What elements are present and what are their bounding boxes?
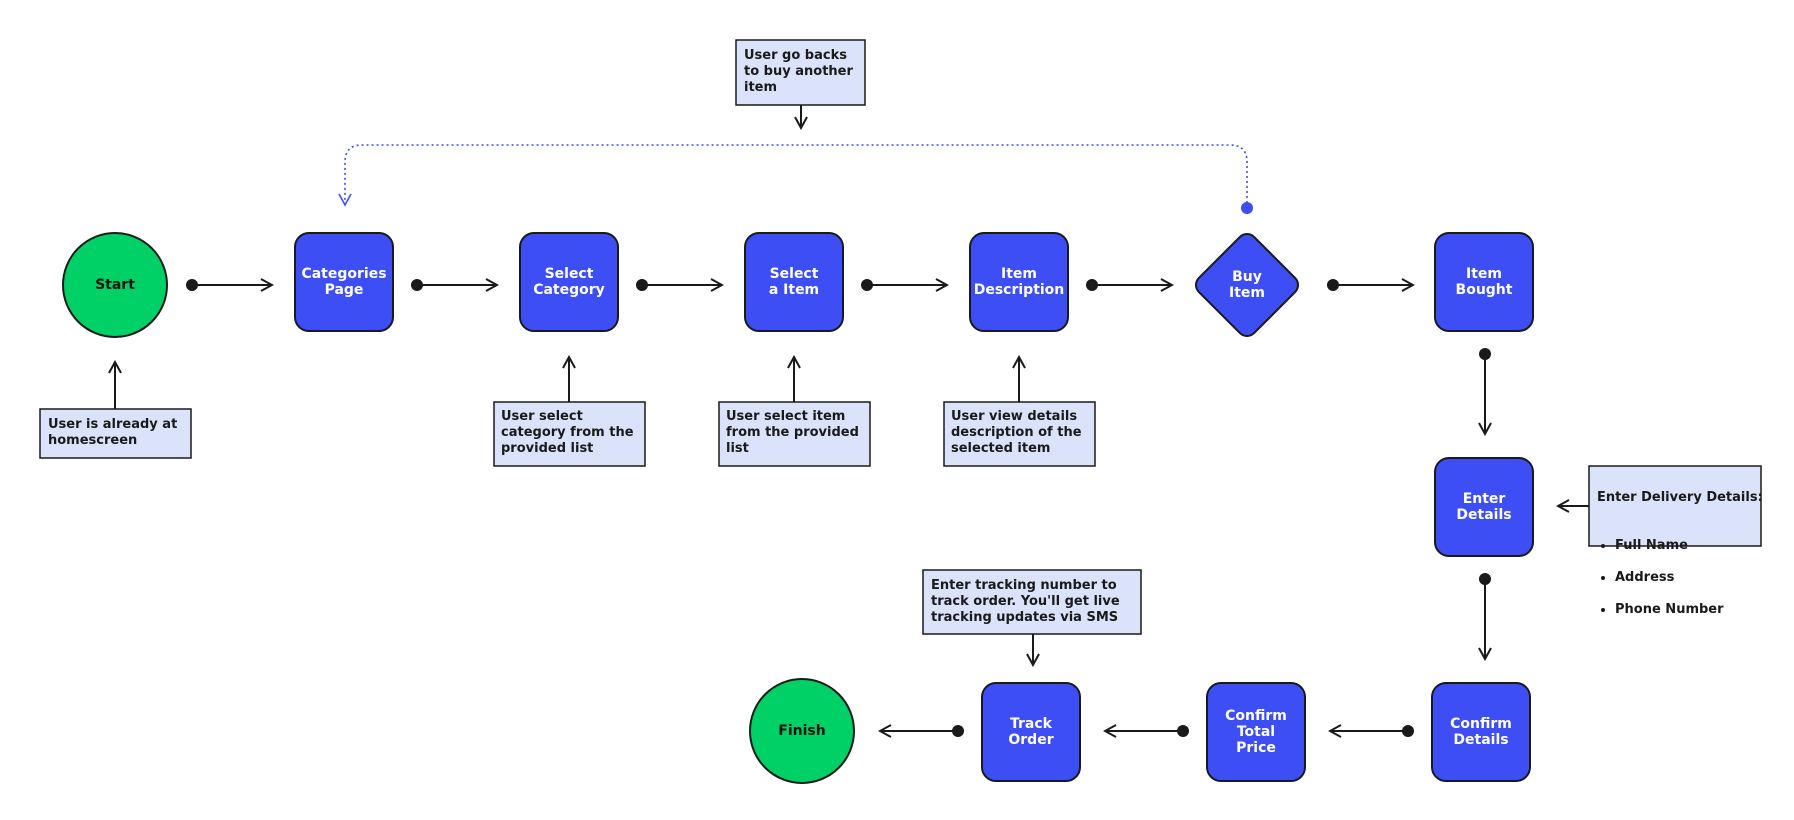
note-loop xyxy=(735,39,866,106)
connector-description-to-buy-dot xyxy=(1086,279,1098,291)
note-category xyxy=(493,401,646,467)
node-track-order xyxy=(981,682,1081,782)
connector-start-to-categories-dot xyxy=(186,279,198,291)
connector-item-to-description-dot xyxy=(861,279,873,291)
node-categories-page xyxy=(294,232,394,332)
node-select-category xyxy=(519,232,619,332)
note-details xyxy=(943,401,1096,467)
note-tracking xyxy=(922,569,1142,635)
connector-loop-back-dot xyxy=(1241,202,1253,214)
node-confirm-total-price xyxy=(1206,682,1306,782)
connector-buy-to-bought-dot xyxy=(1327,279,1339,291)
connector-bought-to-enter-dot xyxy=(1479,348,1491,360)
node-finish xyxy=(749,678,855,784)
connector-confirm-to-total-dot xyxy=(1402,725,1414,737)
connector-enter-to-confirm-dot xyxy=(1479,573,1491,585)
connector-category-to-item-dot xyxy=(636,279,648,291)
node-buy-item xyxy=(1194,232,1300,338)
node-item-description xyxy=(969,232,1069,332)
connector-loop-back xyxy=(338,144,1248,208)
connector-categories-to-category-dot xyxy=(411,279,423,291)
node-item-bought xyxy=(1434,232,1534,332)
note-item xyxy=(718,401,871,467)
note-delivery xyxy=(1588,465,1762,547)
connector-total-to-track-dot xyxy=(1177,725,1189,737)
node-confirm-details xyxy=(1431,682,1531,782)
node-start xyxy=(62,232,168,338)
node-select-item xyxy=(744,232,844,332)
shapes xyxy=(39,39,1762,784)
connector-track-to-finish-dot xyxy=(952,725,964,737)
note-homescreen xyxy=(39,408,192,459)
node-enter-details xyxy=(1434,457,1534,557)
connectors xyxy=(115,105,1589,737)
